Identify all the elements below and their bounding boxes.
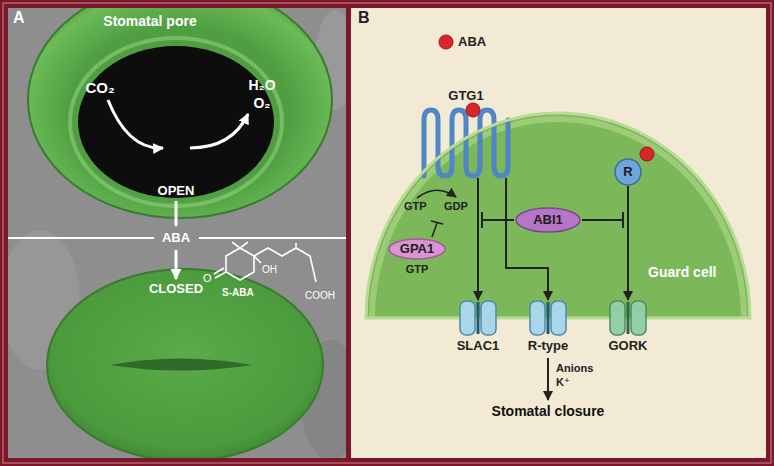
aba-structure (214, 242, 316, 282)
signal-arrow (627, 186, 629, 300)
hormone-label: ABA (162, 231, 190, 245)
gas-label: O₂ (253, 96, 270, 111)
micrograph (8, 8, 346, 458)
pore-rim (70, 38, 282, 206)
cell-name: Guard cell (648, 265, 716, 280)
frame-line (3, 3, 771, 463)
channel-pore (627, 302, 630, 334)
inhibition-bar (582, 212, 623, 228)
channel-half (481, 301, 496, 335)
state-label: OPEN (158, 184, 195, 198)
closed-stoma (47, 269, 323, 458)
keto-bond (214, 268, 226, 278)
protein-name: GTG1 (448, 89, 483, 103)
ion-channel: R-type (523, 300, 573, 356)
ring (226, 248, 254, 280)
aba-molecule (439, 35, 453, 49)
g-protein: GPA1 (388, 238, 446, 260)
nucleotide-label: GDP (444, 200, 468, 212)
signal-arrow (506, 178, 548, 300)
molecule-name: S-ABA (222, 287, 254, 298)
nucleotide-label: GTP (406, 263, 429, 275)
state-label: CLOSED (149, 282, 203, 296)
channel-shape (455, 300, 501, 336)
cell-rim (372, 119, 744, 318)
channel-half (460, 301, 475, 335)
closure-arrow (547, 358, 549, 400)
inhibition-bar (431, 221, 443, 237)
closing-arrow (175, 201, 178, 226)
divider-line (199, 237, 346, 239)
protein-name: GPA1 (400, 242, 434, 256)
structure-label: Stomatal pore (103, 14, 196, 29)
ion-label: Anions (556, 362, 593, 374)
transmembrane-loops (424, 110, 508, 176)
ion-channel: GORK (603, 300, 653, 356)
panel-letter: B (358, 9, 370, 27)
inhibition-bar (482, 212, 514, 228)
hormone-label: ABA (458, 35, 486, 49)
exchange-arrow (417, 190, 456, 198)
aba-molecule (466, 103, 480, 117)
atom-label: OH (262, 264, 277, 275)
channel-shape (605, 300, 651, 336)
ion-channel: SLAC1 (453, 300, 503, 356)
channel-half (631, 301, 646, 335)
side-chain (254, 243, 316, 282)
node-shape (615, 159, 641, 185)
channel-half (530, 301, 545, 335)
receptor-shape (418, 104, 514, 178)
gas-arrow (190, 114, 248, 148)
guard-cell-pair (28, 8, 332, 218)
methyl-bond (232, 242, 248, 248)
signal-arrow (477, 178, 479, 300)
cell-membrane (366, 113, 750, 318)
channel-half (610, 301, 625, 335)
closed-slit (110, 359, 252, 371)
channel-name: GORK (609, 339, 648, 353)
node-shape (389, 239, 445, 259)
closing-arrow (175, 250, 178, 279)
atom-label: O (203, 272, 212, 284)
channel-half (551, 301, 566, 335)
guard-cell: Guard cell GPA1 ABI1 R (366, 113, 750, 318)
hydroxyl-bond (254, 256, 261, 263)
aba-molecule (640, 147, 654, 161)
receptor: R (614, 158, 642, 186)
phosphatase: ABI1 (515, 207, 581, 233)
atom-label: COOH (305, 290, 335, 301)
channel-pore (477, 302, 480, 334)
gas-arrow (108, 100, 163, 148)
divider-line (8, 237, 154, 239)
outcome-label: Stomatal closure (492, 404, 605, 419)
channel-name: R-type (528, 339, 568, 353)
ion-label: K⁺ (556, 376, 570, 388)
protein-name: R (623, 165, 632, 179)
channel-name: SLAC1 (457, 339, 500, 353)
gas-label: H₂O (248, 78, 275, 93)
panel-ground (351, 8, 766, 458)
channel-pore (547, 302, 550, 334)
nucleotide-label: GTP (404, 200, 427, 212)
stomatal-pore (78, 46, 274, 198)
gas-label: CO₂ (85, 80, 114, 97)
node-shape (516, 208, 580, 232)
channel-shape (525, 300, 571, 336)
protein-name: ABI1 (533, 213, 563, 227)
panel-letter: A (13, 9, 25, 27)
